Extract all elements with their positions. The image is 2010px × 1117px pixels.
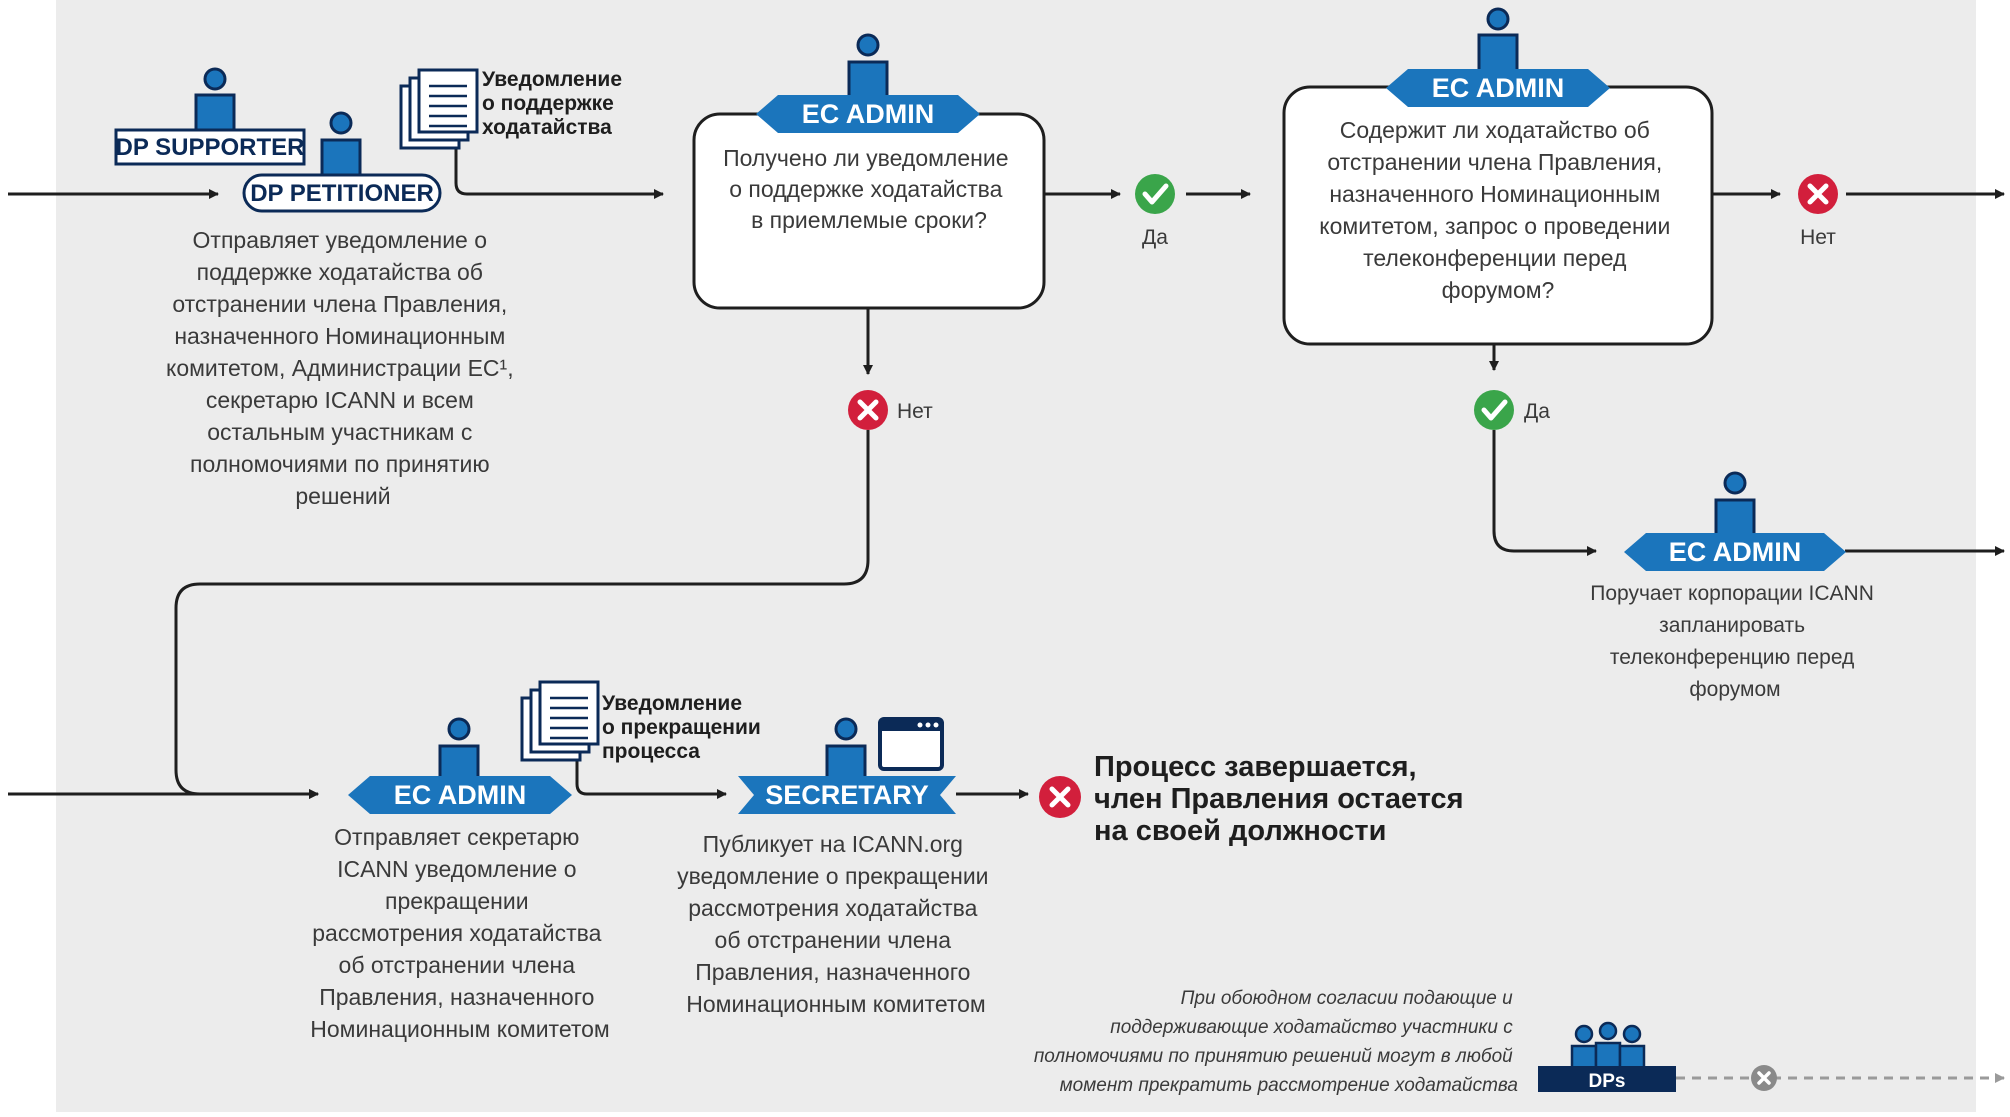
ec-admin-teleconf-step: EC ADMIN Поручает корпорации ICANN запла… — [1590, 471, 1879, 701]
ec-admin-banner — [1386, 69, 1610, 107]
person-icon — [194, 67, 236, 135]
arrow-yes-to-ec-teleconf — [1492, 430, 1597, 556]
arrow-step1-to-decision1 — [454, 140, 664, 199]
ec-admin-label: EC ADMIN — [802, 99, 935, 129]
support-notice-doc-label: Уведомление о поддержке ходатайства — [482, 68, 628, 139]
cross-circle-icon — [1039, 776, 1081, 818]
ec-admin-label: EC ADMIN — [394, 780, 527, 810]
ec-admin-termination-step: EC ADMIN Отправляет секретарю ICANN увед… — [310, 717, 610, 1042]
dp-petitioner-label: DP PETITIONER — [250, 180, 434, 207]
cross-circle-icon — [1751, 1065, 1777, 1091]
dps-label: DPs — [1589, 1071, 1626, 1092]
person-icon — [847, 33, 889, 102]
decision1-yes-label: Да — [1142, 226, 1168, 249]
dp-supporter-label: DP SUPPORTER — [116, 134, 305, 161]
browser-window-icon — [878, 717, 944, 771]
termination-notice-doc-label: Уведомление о прекращении процесса — [602, 692, 767, 763]
ec-admin-label: EC ADMIN — [1432, 73, 1565, 103]
dp-petitioner-actor: DP PETITIONER — [242, 111, 442, 213]
ec-teleconf-description: Поручает корпорации ICANN запланировать … — [1590, 582, 1879, 701]
dp-petitioner-badge — [242, 173, 442, 213]
decision2-question: Содержит ли ходатайство об отстранении ч… — [1319, 117, 1676, 303]
secretary-description: Публикует на ICANN.org уведомление о пре… — [677, 831, 995, 1017]
decision1-question: Получено ли уведомление о поддержке хода… — [723, 145, 1015, 233]
ec-send-description: Отправляет секретарю ICANN уведомление о… — [310, 824, 609, 1042]
dp-supporter-actor: DP SUPPORTER — [114, 67, 306, 166]
person-icon — [320, 111, 362, 182]
decision1-no-label: Нет — [897, 400, 933, 423]
decision2-yes-label: Да — [1524, 400, 1550, 423]
person-icon — [1714, 471, 1756, 538]
decision-box-2: EC ADMIN Содержит ли ходатайство об отст… — [1282, 7, 1714, 346]
secretary-banner — [738, 776, 956, 814]
check-circle-icon — [1474, 390, 1514, 430]
arrow-ec-admin-to-secretary — [575, 760, 727, 799]
dp-supporter-badge — [114, 128, 306, 166]
cross-circle-icon — [1798, 174, 1838, 214]
ec-admin-banner — [1624, 533, 1846, 571]
ec-admin-banner — [756, 95, 980, 133]
ec-admin-banner — [348, 776, 572, 814]
cross-circle-icon — [848, 390, 888, 430]
document-stack-icon — [399, 68, 479, 150]
dps-badge — [1538, 1066, 1676, 1092]
withdraw-footnote: При обоюдном согласии подающие и поддерж… — [1034, 988, 1518, 1096]
document-stack-icon — [520, 680, 600, 762]
secretary-step: SECRETARY Публикует на ICANN.org уведомл… — [677, 717, 995, 1017]
process-end-text: Процесс завершается, член Правления оста… — [1094, 751, 1472, 847]
ec-admin-label: EC ADMIN — [1669, 537, 1802, 567]
step1-description: Отправляет уведомление о поддержке ходат… — [166, 227, 520, 509]
connectors — [8, 140, 2005, 799]
group-icon — [1570, 1021, 1646, 1070]
decision-box-1: EC ADMIN Получено ли уведомление о подде… — [692, 33, 1046, 310]
check-circle-icon — [1135, 174, 1175, 214]
loop-no-to-ec-admin — [174, 430, 870, 799]
secretary-label: SECRETARY — [765, 780, 929, 810]
decision2-no-label: Нет — [1800, 226, 1836, 249]
